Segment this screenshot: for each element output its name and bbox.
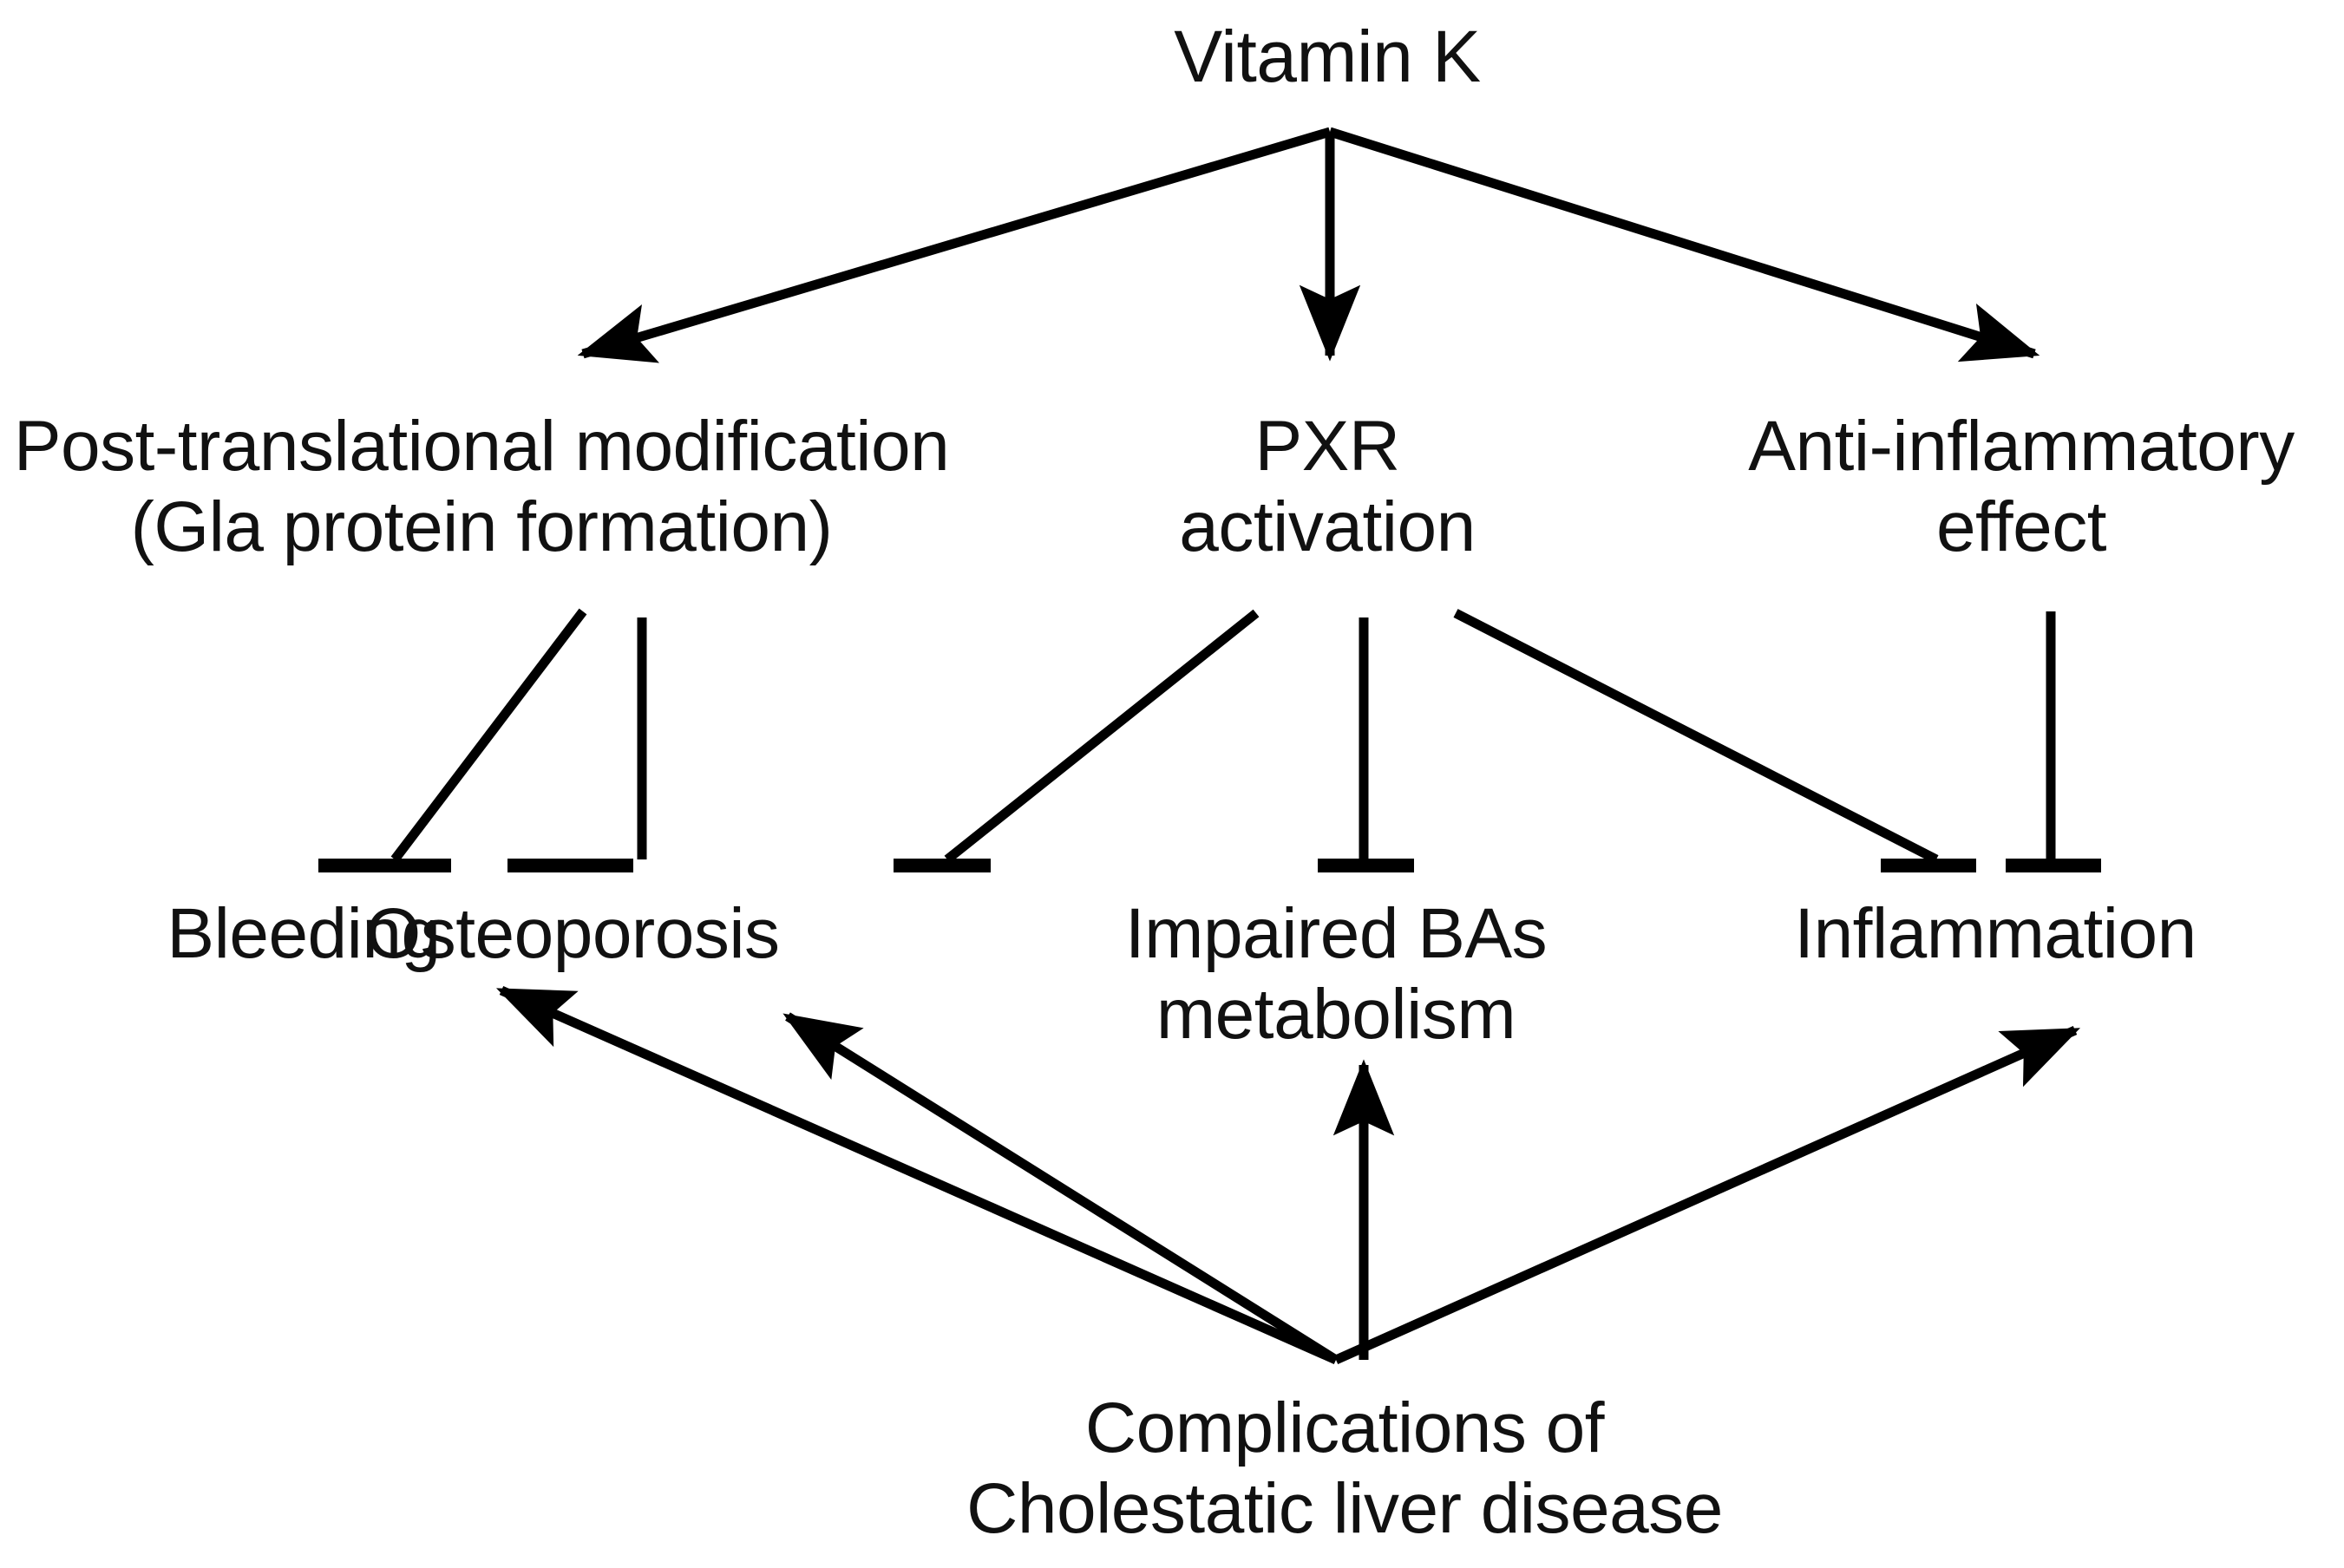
edge-pxr-inhibits-inflammation (1453, 609, 1976, 872)
edge-vitamink-to-anti-inflammatory (1328, 127, 2040, 363)
node-inflammation: Inflammation (1794, 894, 2197, 973)
edge-pxr-inhibits-osteoporosis (894, 609, 1260, 872)
node-impaired-bas-metabolism: Impaired BAs metabolism (1124, 894, 1548, 1055)
node-pxr-activation: PXR activation (1179, 407, 1476, 567)
edge-ptm-inhibits-bleeding (318, 608, 587, 872)
node-osteoporosis: Osteoporosis (365, 894, 780, 973)
edge-anti-inflammatory-inhibits-inflammation (2006, 611, 2101, 872)
edge-pxr-inhibits-impaired-bas (1318, 617, 1414, 872)
node-anti-inflammatory-effect: Anti-inflammatory effect (1748, 407, 2295, 567)
edge-vitamink-to-ptm (577, 127, 1332, 363)
node-bleeding: Bleeding (167, 894, 441, 973)
node-complications-of-cholestatic-liver-disease: Complications of Cholestatic liver disea… (966, 1388, 1723, 1549)
node-post-translational-modification: Post-translational modification (Gla pro… (13, 407, 950, 567)
edge-complications-to-osteoporosis (782, 1012, 1339, 1364)
edge-complications-to-bleeding (495, 985, 1339, 1365)
edge-complications-to-inflammation (1333, 1025, 2081, 1365)
edge-ptm-inhibits-osteoporosis (507, 617, 647, 872)
node-vitamin-k: Vitamin K (1174, 16, 1481, 97)
